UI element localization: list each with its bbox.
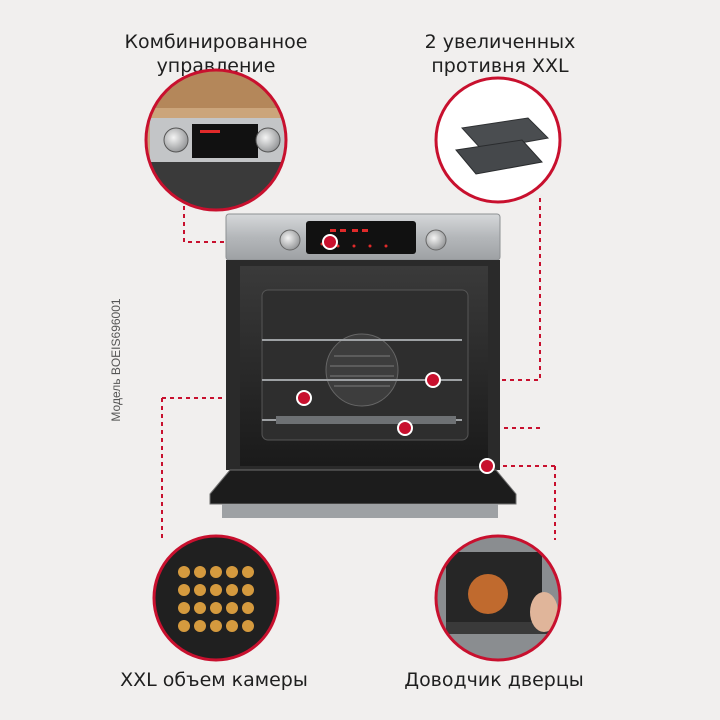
bubble-trays	[434, 76, 562, 204]
fan-grill	[330, 355, 394, 387]
label-combined-control-line1: Комбинированное	[124, 31, 308, 53]
label-xxl-trays-line2: противня XXL	[431, 55, 569, 77]
bubble-door	[434, 534, 562, 662]
label-xxl-trays: 2 увеличенных противня XXL	[400, 30, 600, 78]
display-digits	[320, 229, 388, 248]
label-combined-control: Комбинированное управление	[116, 30, 316, 78]
label-xxl-volume: XXL объем камеры	[120, 669, 308, 691]
right-knob	[425, 229, 447, 251]
oven	[209, 213, 517, 518]
door-edge	[222, 504, 498, 518]
open-door	[209, 469, 517, 505]
bubble-volume	[152, 534, 280, 662]
bubble-controls	[144, 68, 288, 212]
baking-tray	[276, 416, 456, 424]
label-xxl-trays-line1: 2 увеличенных	[424, 31, 576, 53]
left-knob	[279, 229, 301, 251]
callout-dots	[296, 234, 495, 474]
label-combined-control-line2: управление	[156, 55, 276, 77]
connector-controls	[183, 198, 330, 243]
fan-cover	[325, 333, 399, 407]
label-door-closer: Доводчик дверцы	[404, 669, 584, 691]
display-panel	[306, 221, 416, 254]
